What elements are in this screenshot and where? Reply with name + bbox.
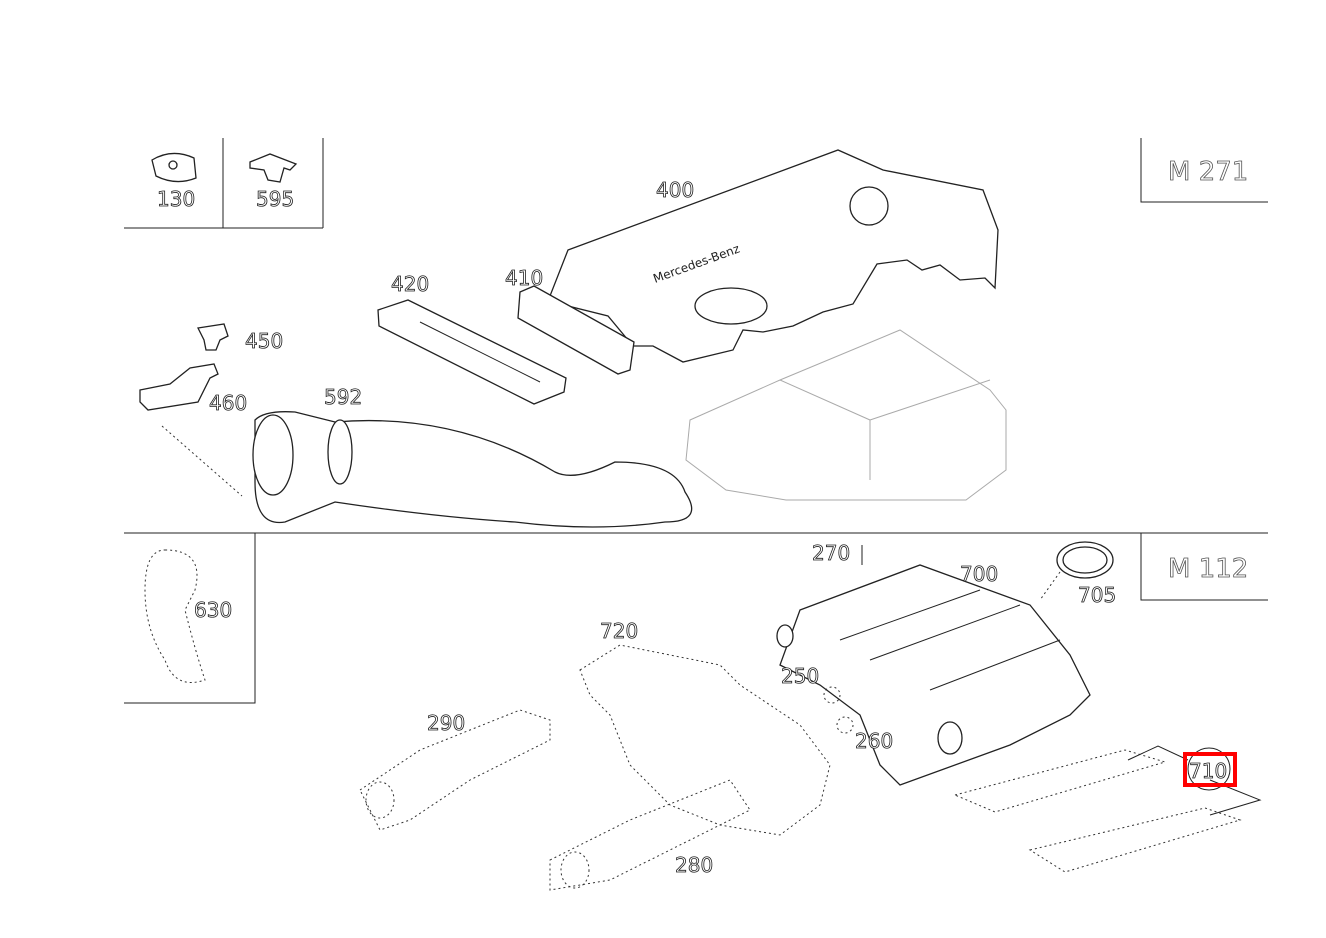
cover-strip-420[interactable] [377, 299, 567, 405]
hose-630[interactable] [144, 549, 206, 683]
part-label-410[interactable]: 410 [505, 266, 544, 291]
grommet-260[interactable] [836, 716, 854, 734]
intake-pipe-290[interactable] [359, 709, 551, 831]
part-label-290[interactable]: 290 [427, 711, 466, 736]
bracket-460[interactable] [139, 363, 219, 411]
clip-130[interactable] [151, 152, 197, 183]
part-label-450[interactable]: 450 [245, 329, 284, 354]
part-label-592[interactable]: 592 [324, 385, 363, 410]
frame-lines [124, 138, 1268, 704]
part-label-720[interactable]: 720 [600, 619, 639, 644]
highlight-box [1183, 752, 1237, 787]
clip-595[interactable] [249, 153, 298, 183]
part-label-270[interactable]: 270 [812, 541, 851, 566]
part-label-700[interactable]: 700 [960, 562, 999, 587]
air-filter-housing-700[interactable] [776, 564, 1091, 786]
intake-pipe-280[interactable] [549, 779, 751, 891]
clip-450[interactable] [197, 323, 229, 351]
part-label-250[interactable]: 250 [781, 664, 820, 689]
part-label-280[interactable]: 280 [675, 853, 714, 878]
part-label-595[interactable]: 595 [256, 187, 295, 212]
part-label-460[interactable]: 460 [209, 391, 248, 416]
part-label-705[interactable]: 705 [1078, 583, 1117, 608]
seal-ring-705[interactable] [1056, 541, 1114, 579]
leader-705 [1039, 571, 1061, 601]
intake-720[interactable] [579, 644, 831, 836]
engine-label-top: M 271 [1168, 157, 1248, 187]
part-label-630[interactable]: 630 [194, 598, 233, 623]
cable-tie [161, 425, 243, 497]
seal-410[interactable] [517, 285, 635, 375]
part-label-130[interactable]: 130 [157, 187, 196, 212]
grommet-250[interactable] [823, 686, 841, 704]
part-label-710[interactable]: 710 [1189, 759, 1228, 784]
part-label-400[interactable]: 400 [656, 178, 695, 203]
engine-label-bottom: M 112 [1168, 554, 1248, 584]
part-label-420[interactable]: 420 [391, 272, 430, 297]
part-label-260[interactable]: 260 [855, 729, 894, 754]
intake-hose-592[interactable] [252, 411, 693, 528]
air-intake-ghost [685, 329, 1007, 501]
engine-cover-400[interactable]: Mercedes-Benz [547, 149, 999, 363]
